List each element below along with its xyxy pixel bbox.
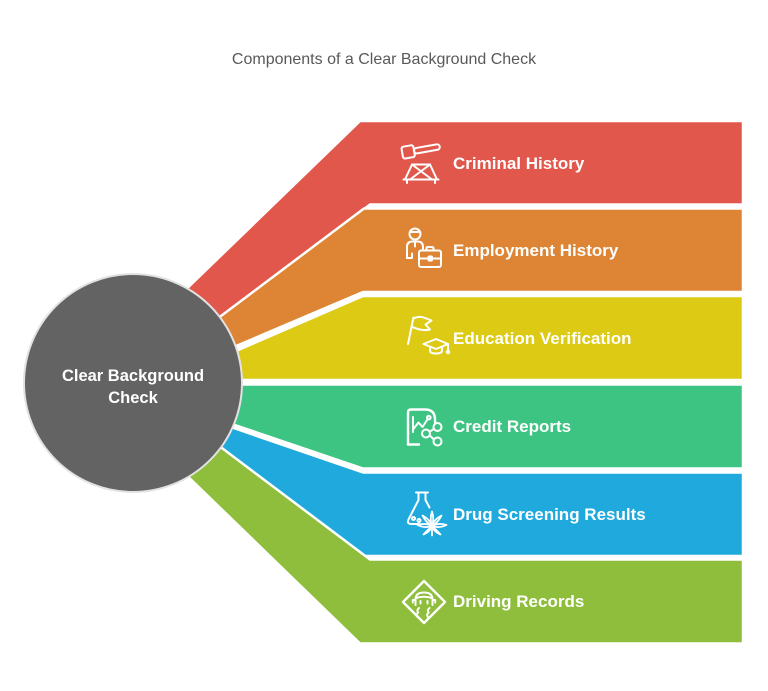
flask-cannabis-leaf-icon: [406, 491, 448, 537]
band-employment-history: Employment History: [203, 207, 745, 357]
page-title: Components of a Clear Background Check: [232, 51, 537, 68]
band-label: Education Verification: [453, 329, 632, 348]
center-label-line1: Clear Background: [62, 367, 204, 385]
band-education-verification: Education Verification: [213, 294, 745, 382]
center-circle: [23, 273, 243, 493]
band-label: Drug Screening Results: [453, 505, 646, 524]
band-label: Employment History: [453, 241, 619, 260]
document-chart-icon: [406, 408, 443, 447]
flag-graduation-cap-icon: [407, 315, 451, 355]
person-briefcase-icon: [406, 227, 442, 268]
band-label: Credit Reports: [453, 417, 571, 436]
gavel-icon: [400, 143, 441, 184]
band-criminal-history: Criminal History: [173, 119, 745, 332]
center-node: Clear Background Check: [23, 273, 243, 493]
band-credit-reports: Credit Reports: [218, 383, 745, 470]
center-label-line2: Check: [108, 389, 158, 407]
band-label: Criminal History: [453, 154, 585, 173]
road-sign-car-icon: [401, 579, 447, 625]
band-label: Driving Records: [453, 592, 584, 611]
